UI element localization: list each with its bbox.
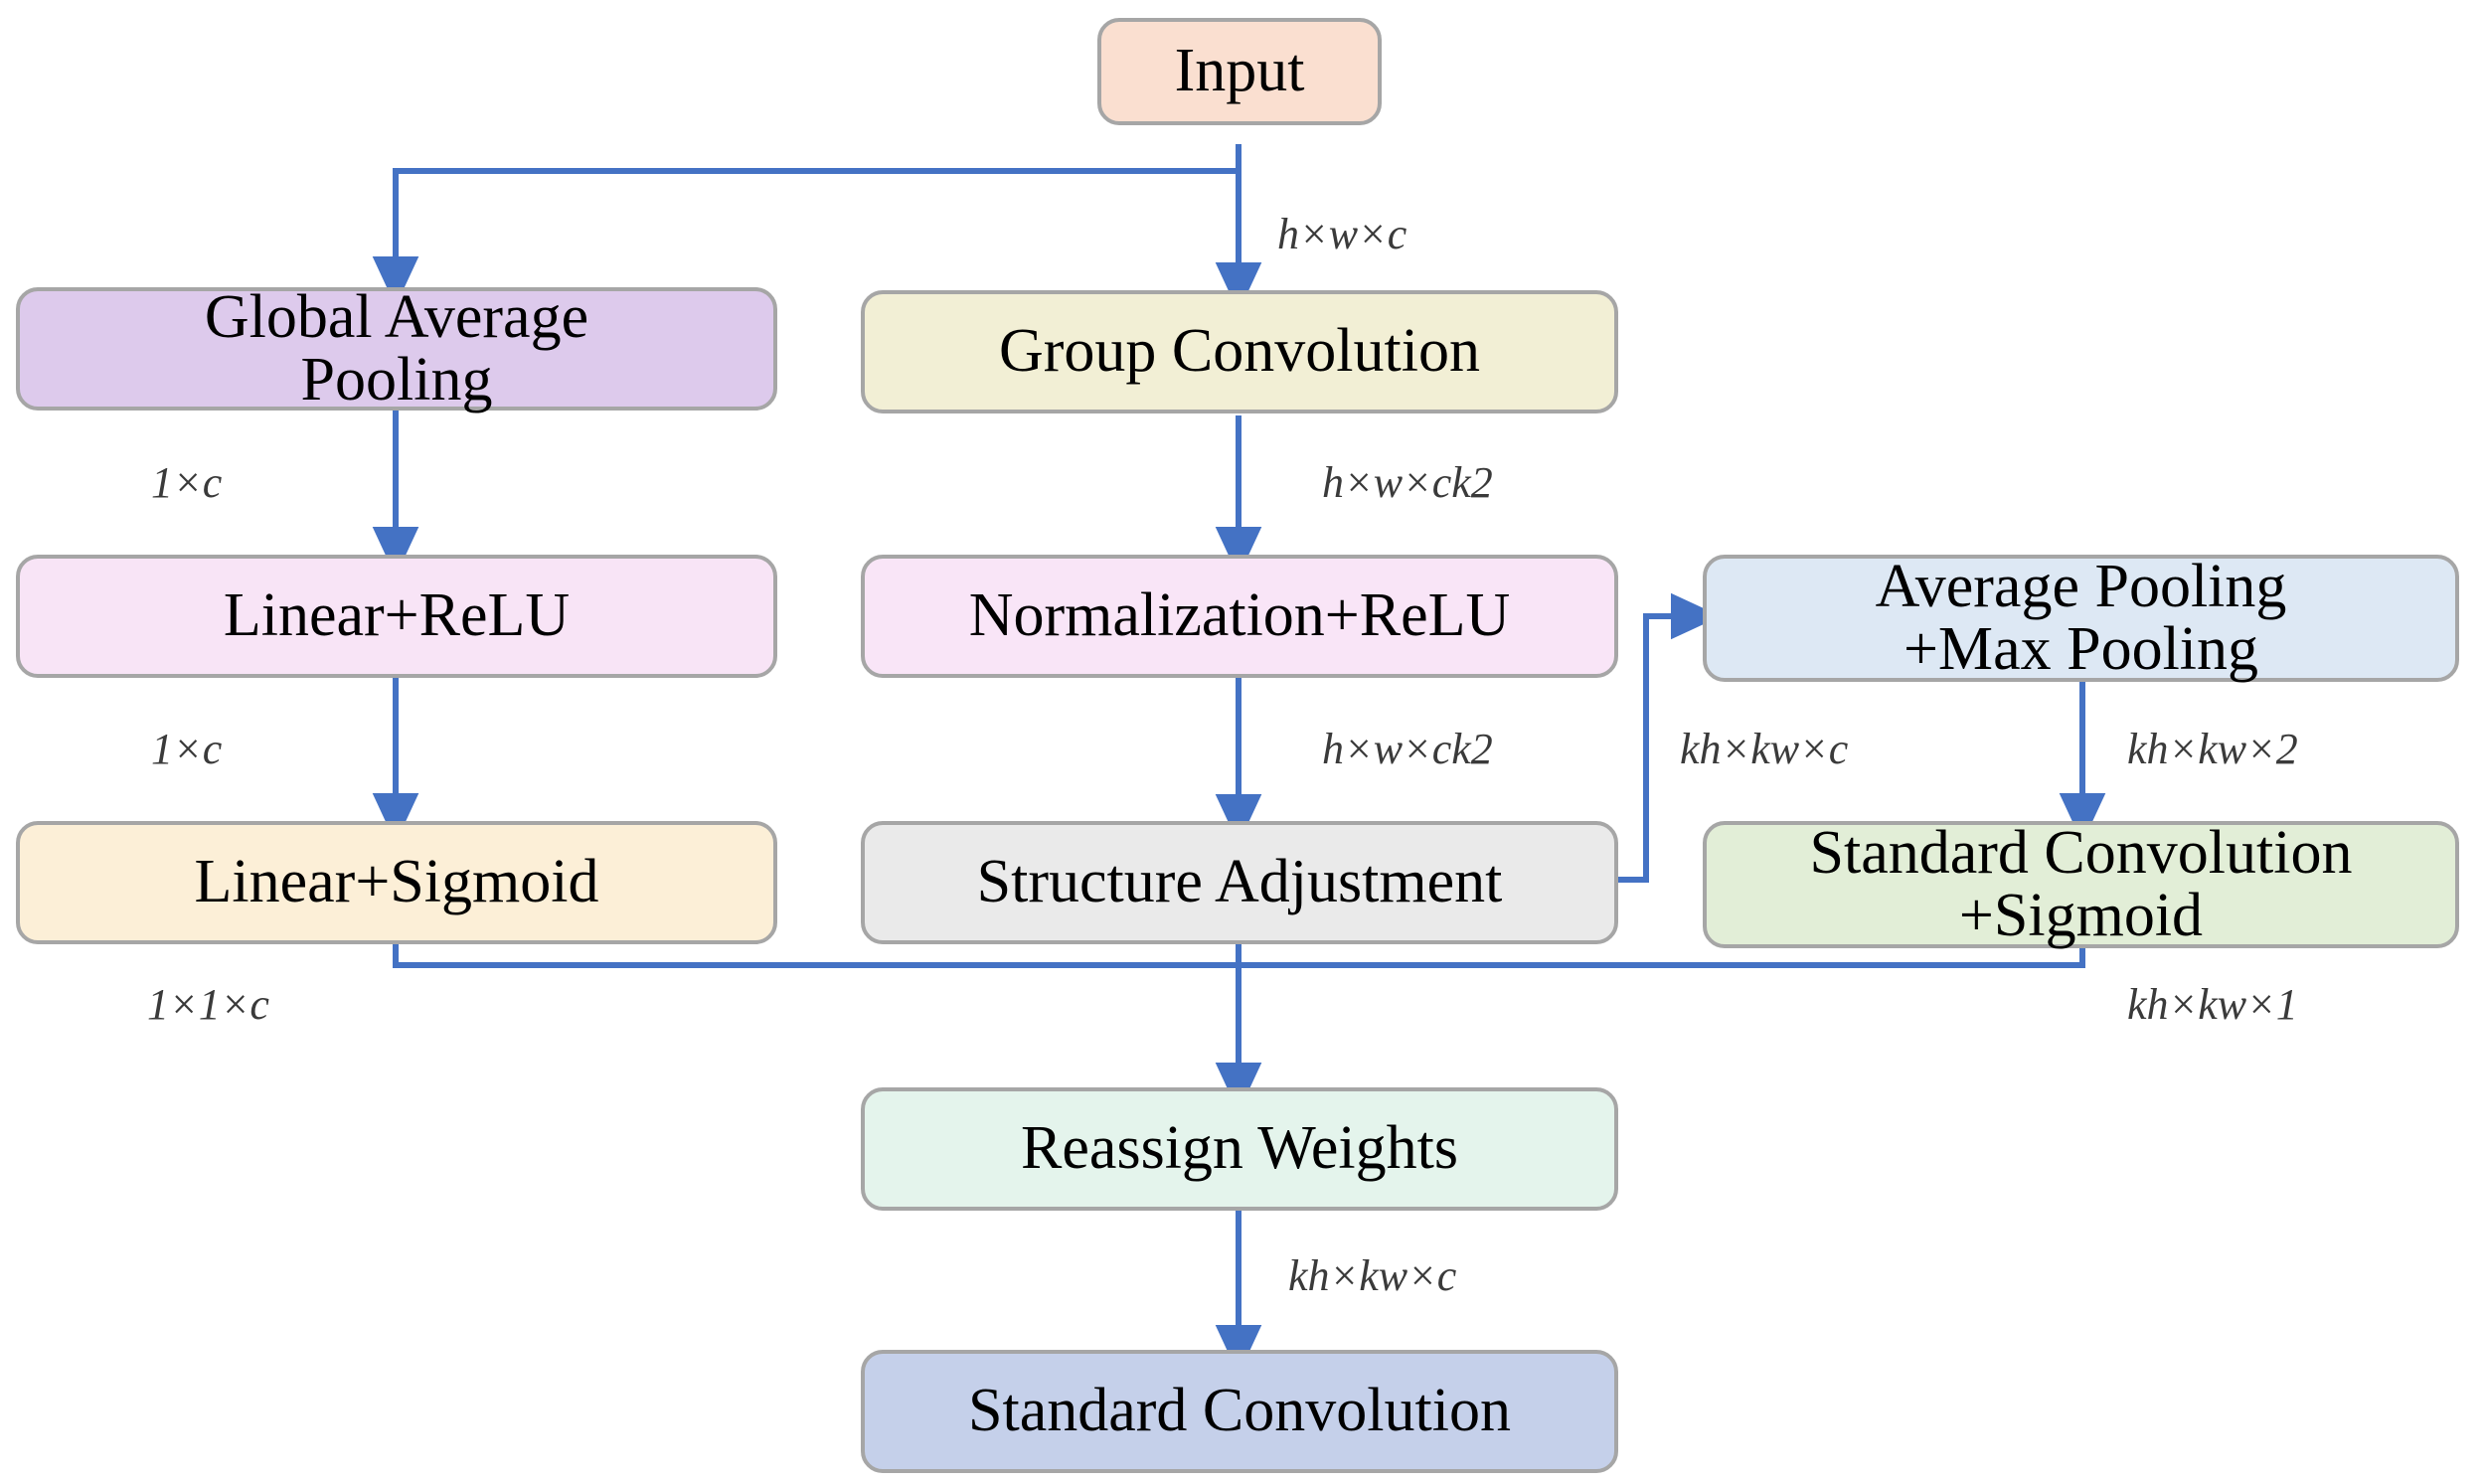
edge-label-avgmaxpool-to-stdconvsig: kh×kw×2	[2127, 725, 2298, 773]
node-group-convolution[interactable]: Group Convolution	[861, 290, 1618, 413]
edge-label-input-to-groupconv: h×w×c	[1277, 210, 1407, 258]
edge-label-groupconv-to-norm: h×w×ck2	[1322, 458, 1493, 507]
node-input[interactable]: Input	[1097, 18, 1382, 125]
edge-label-gap-to-linear-relu: 1×c	[151, 458, 223, 507]
node-average-pooling-max-pooling[interactable]: Average Pooling +Max Pooling	[1703, 555, 2459, 682]
node-standard-convolution-sigmoid[interactable]: Standard Convolution +Sigmoid	[1703, 821, 2459, 948]
node-linear-relu[interactable]: Linear+ReLU	[16, 555, 777, 678]
edge-label-linearsig-to-reassign: 1×1×c	[147, 980, 269, 1029]
edge-label-norm-to-struct: h×w×ck2	[1322, 725, 1493, 773]
node-normalization-relu[interactable]: Normalization+ReLU	[861, 555, 1618, 678]
wire-linear-sigmoid-to-bus	[393, 944, 1239, 968]
edge-label-reassign-to-stdconv: kh×kw×c	[1288, 1251, 1457, 1300]
wire-input-to-gap	[372, 168, 1239, 307]
node-standard-convolution[interactable]: Standard Convolution	[861, 1350, 1618, 1473]
node-linear-sigmoid[interactable]: Linear+Sigmoid	[16, 821, 777, 944]
edge-label-linear-relu-to-sigmoid: 1×c	[151, 725, 223, 773]
edge-label-stdconvsig-to-reassign: kh×kw×1	[2127, 980, 2298, 1029]
edge-label-struct-to-avgmaxpool: kh×kw×c	[1680, 725, 1849, 773]
node-structure-adjustment[interactable]: Structure Adjustment	[861, 821, 1618, 944]
node-global-average-pooling[interactable]: Global Average Pooling	[16, 285, 777, 412]
node-reassign-weights[interactable]: Reassign Weights	[861, 1087, 1618, 1211]
